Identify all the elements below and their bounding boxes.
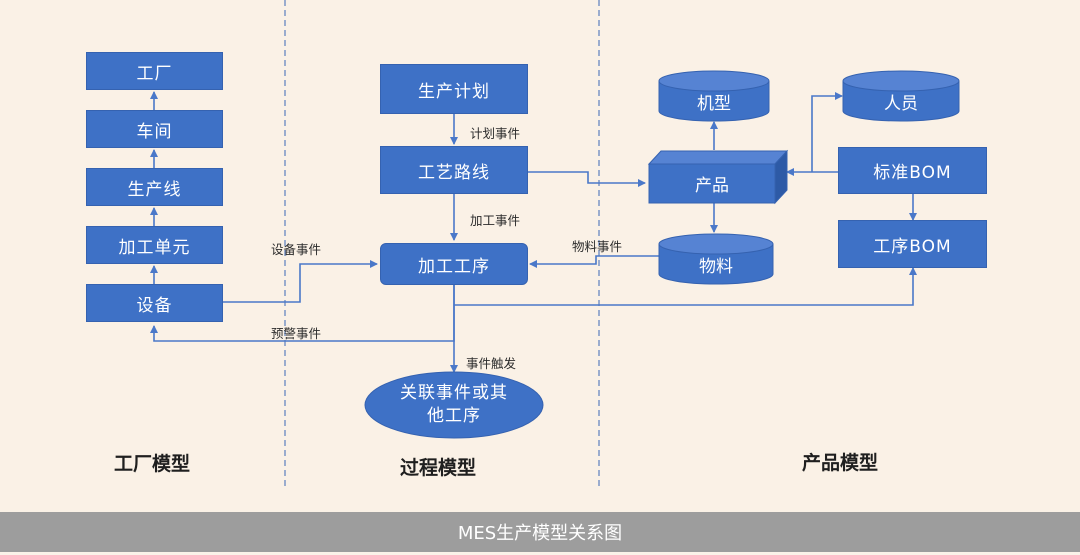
label-material-event: 物料事件 [572,239,623,254]
related-ellipse [364,371,544,439]
label-process-event: 加工事件 [470,213,521,228]
arrow-route-to-product [528,171,646,187]
title-process-model: 过程模型 [400,457,477,479]
label-equipment-event: 设备事件 [271,242,322,257]
caption-bar: MES生产模型关系图 [0,512,1080,552]
node-production-line: 生产线 [86,168,223,206]
arrow-material-to-op [529,255,659,268]
node-product: 产品 [695,176,729,196]
node-production-plan: 生产计划 [380,64,528,114]
related-line-1: 关联事件或其 [400,383,508,403]
arrow-equipment-to-op [223,260,378,303]
arrow-product-to-personnel [811,92,843,172]
caption-text: MES生产模型关系图 [457,523,623,544]
node-processing-cell: 加工单元 [86,226,223,264]
label-plan-event: 计划事件 [470,126,521,141]
bottom-strip [0,552,1080,555]
node-factory: 工厂 [86,52,223,90]
node-processing-operation: 加工工序 [380,243,528,285]
title-product-model: 产品模型 [802,452,879,474]
arrow-op-alarm-to-equipment [150,285,455,342]
cylinder-model [658,70,770,122]
cylinder-personnel [842,70,960,122]
node-standard-bom: 标准BOM [838,147,987,194]
diagram-canvas: 工厂 车间 生产线 加工单元 设备 生产计划 工艺路线 加工工序 关联事件或其 … [86,0,987,490]
node-personnel: 人员 [884,93,918,114]
node-workshop: 车间 [86,110,223,148]
node-material: 物料 [699,256,733,277]
node-process-bom: 工序BOM [838,220,987,268]
diagram-connectors [150,0,987,490]
related-line-2: 他工序 [427,406,481,426]
label-trigger: 事件触发 [466,356,517,371]
arrow-op-to-procbom [454,267,917,306]
node-model: 机型 [697,93,731,114]
node-process-route: 工艺路线 [380,146,528,194]
node-equipment: 设备 [86,284,223,322]
label-alarm-event: 预警事件 [271,326,322,341]
node-related-events: 关联事件或其 他工序 [366,382,542,428]
product-cube [647,149,789,205]
title-factory-model: 工厂模型 [114,453,191,475]
cylinder-material [658,233,774,285]
